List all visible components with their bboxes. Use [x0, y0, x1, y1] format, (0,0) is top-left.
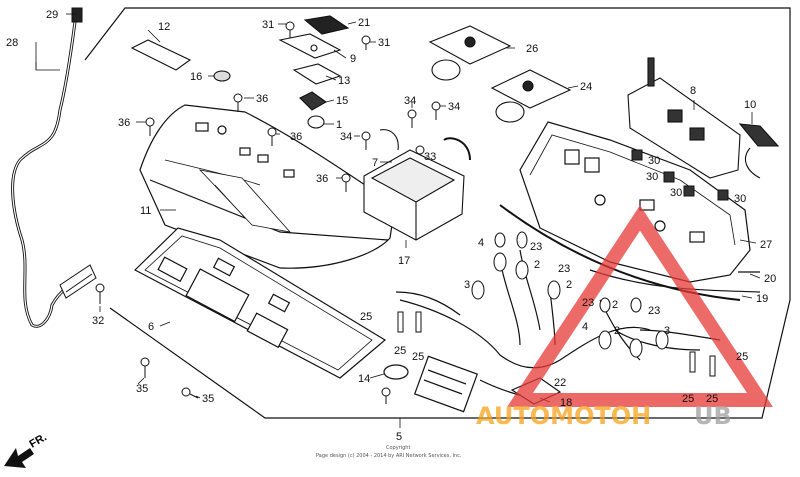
callout-35: 35 [136, 383, 148, 395]
callout-36: 36 [316, 173, 328, 185]
front-direction-label: FR. [28, 431, 49, 450]
callout-32: 32 [92, 315, 104, 327]
callout-36: 36 [118, 117, 130, 129]
callout-4: 4 [582, 321, 588, 333]
callout-3: 3 [464, 279, 470, 291]
callout-18: 18 [560, 397, 572, 409]
fuel-temp-gauges [428, 25, 572, 123]
callout-29: 29 [46, 9, 58, 21]
callout-26: 26 [526, 43, 538, 55]
callout-28: 28 [6, 37, 18, 49]
callout-6: 6 [148, 321, 154, 333]
meter-case [139, 104, 396, 269]
callout-25: 25 [682, 393, 694, 405]
meter-housing [519, 121, 751, 283]
callout-23: 23 [582, 297, 594, 309]
callout-3: 3 [664, 325, 670, 337]
callout-2: 2 [614, 325, 620, 337]
callout-30: 30 [734, 193, 746, 205]
callout-21: 21 [358, 17, 370, 29]
callout-27: 27 [760, 239, 772, 251]
callout-7: 7 [372, 157, 378, 169]
callout-16: 16 [190, 71, 202, 83]
printed-circuit-board [627, 57, 780, 179]
callout-34: 34 [404, 95, 416, 107]
callout-23: 23 [648, 305, 660, 317]
callout-25: 25 [412, 351, 424, 363]
callout-30: 30 [670, 187, 682, 199]
callout-25: 25 [394, 345, 406, 357]
callout-23: 23 [530, 241, 542, 253]
callout-14: 14 [358, 373, 370, 385]
callout-36: 36 [290, 131, 302, 143]
callout-12: 12 [158, 21, 170, 33]
callout-4: 4 [478, 237, 484, 249]
callout-19: 19 [756, 293, 768, 305]
callout-9: 9 [350, 53, 356, 65]
callout-17: 17 [398, 255, 410, 267]
front-arrow-icon [4, 448, 34, 468]
watermark-hub: UB [694, 402, 732, 430]
callout-15: 15 [336, 95, 348, 107]
callout-5: 5 [396, 431, 402, 443]
front-direction-indicator: FR. [4, 431, 49, 468]
copyright-line-2: Page design (c) 2004 - 2014 by ARI Netwo… [316, 453, 462, 459]
callout-13: 13 [338, 75, 350, 87]
control-module [363, 129, 471, 241]
callout-33: 33 [424, 151, 436, 163]
callout-22: 22 [554, 377, 566, 389]
callout-20: 20 [764, 273, 776, 285]
callout-36: 36 [256, 93, 268, 105]
indicator-bulbs [397, 231, 716, 377]
callout-25: 25 [736, 351, 748, 363]
callout-11: 11 [140, 205, 151, 217]
small-top-parts [130, 15, 350, 129]
leader-lines [35, 13, 761, 428]
watermark-triangle [507, 205, 773, 407]
callout-25: 25 [360, 311, 372, 323]
callout-35: 35 [202, 393, 214, 405]
callout-2: 2 [612, 299, 618, 311]
callout-25: 25 [706, 393, 718, 405]
callout-30: 30 [648, 155, 660, 167]
speedometer-cable [11, 7, 97, 328]
callout-24: 24 [580, 81, 592, 93]
callout-23: 23 [558, 263, 570, 275]
meter-lower-cover [133, 227, 387, 379]
callout-1: 1 [336, 119, 342, 131]
callout-numbers: 29 28 12 31 21 31 9 16 13 36 15 34 34 36… [6, 9, 776, 443]
assembly-frame [84, 7, 791, 419]
callout-30: 30 [646, 171, 658, 183]
copyright-line-1: Copyright [386, 445, 410, 451]
callout-10: 10 [744, 99, 756, 111]
watermark-auto: AUTOMOTOH [476, 402, 651, 430]
automotohub-watermark: AUTOMOTOH UB [476, 205, 773, 430]
callout-2: 2 [534, 259, 540, 271]
callout-2: 2 [566, 279, 572, 291]
callout-31: 31 [378, 37, 390, 49]
callout-8: 8 [690, 85, 696, 97]
callout-31: 31 [262, 19, 274, 31]
bulb-sockets [631, 149, 729, 201]
callout-34: 34 [340, 131, 352, 143]
callout-34: 34 [448, 101, 460, 113]
